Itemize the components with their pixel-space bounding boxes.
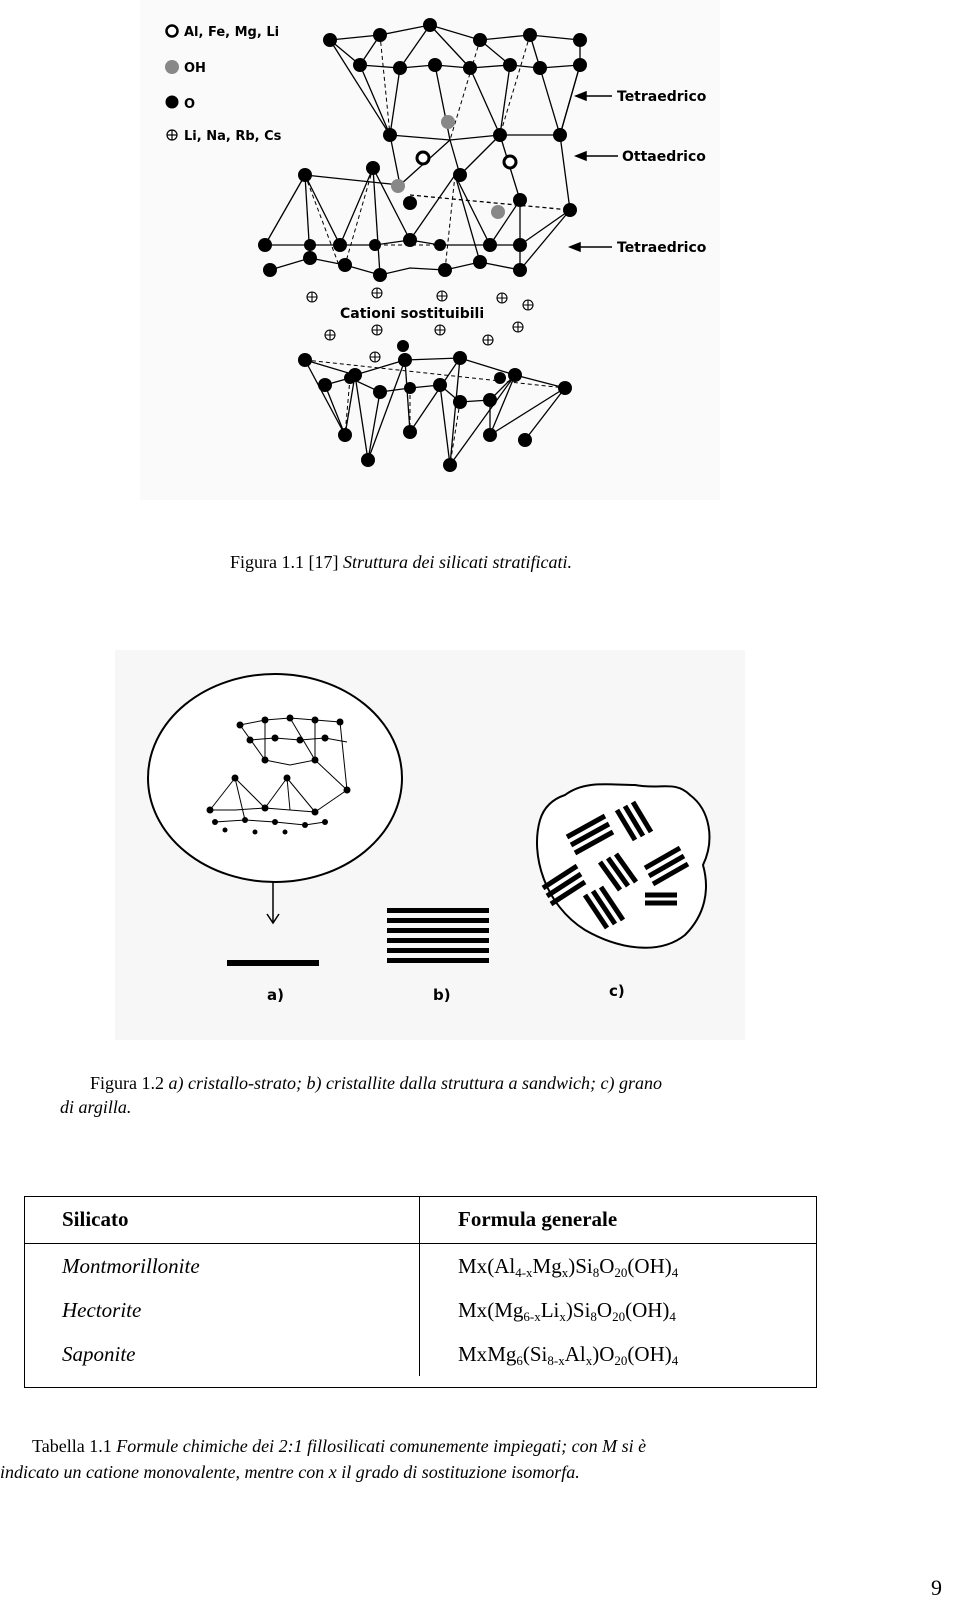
- grey-circle-icon: [165, 60, 179, 74]
- caption-text: Formule chimiche dei 2:1 fillosilicati c…: [116, 1436, 647, 1456]
- caption-prefix: Tabella 1.1: [32, 1436, 117, 1456]
- figure-2-caption-line2: di argilla.: [60, 1095, 131, 1119]
- hollow-circle-icon: [165, 24, 179, 38]
- upper-layer-atoms: [258, 18, 587, 282]
- label-b: b): [433, 986, 451, 1004]
- label-ottaedrico: Ottaedrico: [622, 149, 706, 165]
- lower-layer-atoms: [298, 340, 572, 472]
- figure-clay-structure: a) b) c): [115, 650, 745, 1040]
- caption-prefix: Figura 1.2: [90, 1073, 169, 1093]
- legend-label: Al, Fe, Mg, Li: [184, 25, 279, 40]
- caption-prefix: Figura 1.1 [17]: [230, 552, 343, 572]
- silicate-formula: Mx(Mg6-xLix)Si8O20(OH)4: [458, 1297, 676, 1324]
- arrow-down-icon: [266, 882, 280, 925]
- figure-1-caption: Figura 1.1 [17] Struttura dei silicati s…: [230, 550, 572, 574]
- black-circle-icon: [165, 95, 179, 109]
- stacked-layers: [387, 908, 489, 963]
- table-caption-line2: indicato un catione monovalente, mentre …: [0, 1462, 580, 1482]
- magnified-ellipse: [147, 673, 403, 883]
- label-c: c): [609, 982, 625, 1000]
- single-layer-bar: [227, 960, 319, 966]
- header-formula: Formula generale: [419, 1196, 816, 1244]
- caption-text: Struttura dei silicati stratificati.: [342, 552, 572, 572]
- mini-lattice: [209, 717, 348, 826]
- table-caption: Tabella 1.1 Formule chimiche dei 2:1 fil…: [32, 1434, 832, 1458]
- legend-label: Li, Na, Rb, Cs: [184, 129, 282, 144]
- figure-legend: Al, Fe, Mg, Li OH O Li, Na, Rb, Cs: [165, 24, 282, 144]
- silicate-formula: MxMg6(Si8-xAlx)O20(OH)4: [458, 1341, 679, 1368]
- page-number: 9: [931, 1575, 942, 1600]
- silicate-name: Montmorillonite: [24, 1243, 420, 1288]
- caption-text: a) cristallo-strato; b) cristallite dall…: [168, 1073, 663, 1093]
- exchangeable-cations: [306, 287, 534, 363]
- silicate-name: Saponite: [24, 1332, 420, 1376]
- header-silicato: Silicato: [24, 1196, 420, 1244]
- table-row: Montmorillonite Mx(Al4-xMgx)Si8O20(OH)4: [24, 1243, 816, 1288]
- caption-text-line2: di argilla.: [60, 1097, 132, 1117]
- layer-arrows: [567, 90, 618, 253]
- legend-label: OH: [184, 61, 206, 76]
- label-tetraedrico-bottom: Tetraedrico: [617, 240, 707, 256]
- table-row: Hectorite Mx(Mg6-xLix)Si8O20(OH)4: [24, 1288, 816, 1332]
- lower-layer-dashes: [304, 359, 566, 466]
- label-tetraedrico-top: Tetraedrico: [617, 89, 707, 105]
- silicate-formula-table: Silicato Formula generale Montmorillonit…: [24, 1196, 816, 1376]
- mini-lattice-atoms: [206, 714, 351, 835]
- table-row: Saponite MxMg6(Si8-xAlx)O20(OH)4: [24, 1332, 816, 1376]
- figure-silicate-structure: Al, Fe, Mg, Li OH O Li, Na, Rb, Cs: [140, 0, 720, 500]
- legend-label: O: [184, 97, 195, 112]
- label-cationi-sostituibili: Cationi sostituibili: [340, 306, 484, 322]
- clay-crystallites: [541, 800, 690, 930]
- crossed-circle-icon: [166, 129, 178, 141]
- figure-2-caption: Figura 1.2 a) cristallo-strato; b) crist…: [90, 1071, 790, 1095]
- hydroxyl-atoms: [391, 115, 505, 219]
- table-header-row: Silicato Formula generale: [24, 1196, 816, 1244]
- label-a: a): [267, 986, 284, 1004]
- silicate-formula: Mx(Al4-xMgx)Si8O20(OH)4: [458, 1253, 679, 1280]
- cation-atoms: [415, 150, 518, 170]
- silicate-name: Hectorite: [24, 1288, 420, 1332]
